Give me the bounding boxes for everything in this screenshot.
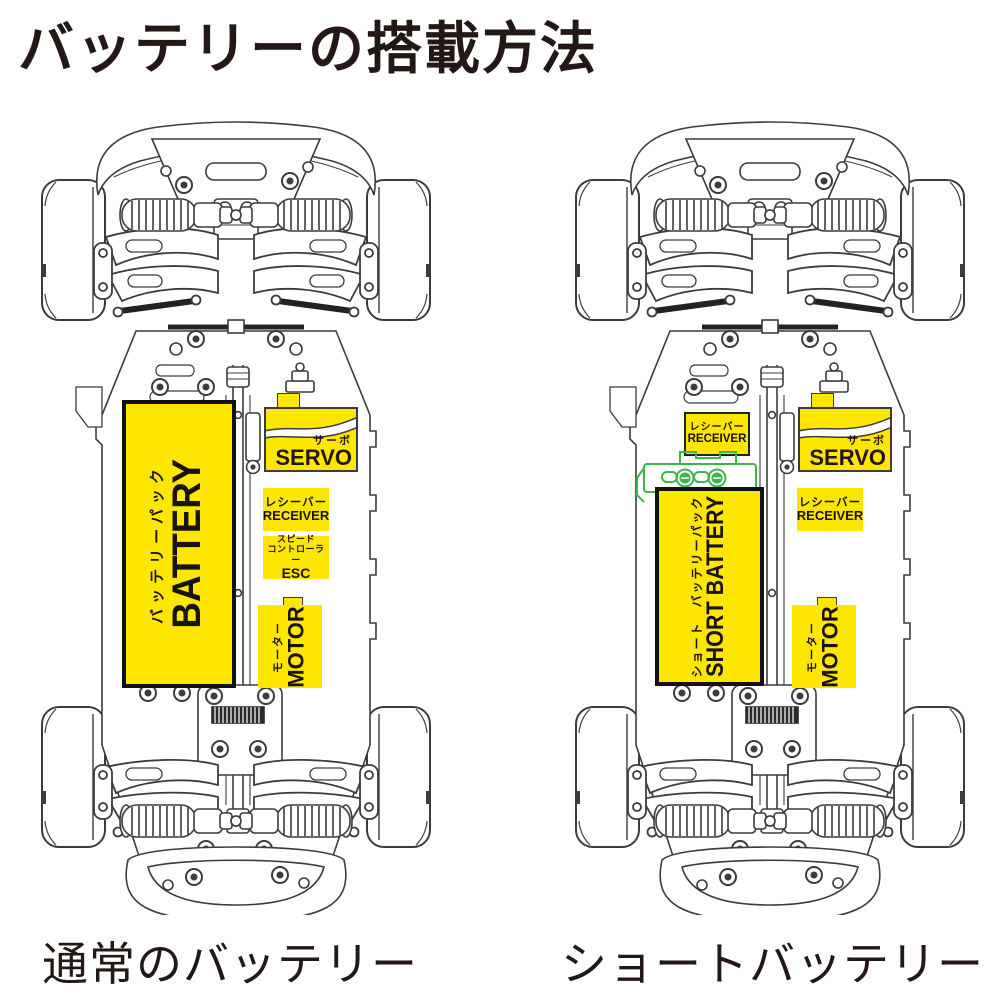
servo-label: サーボ SERVO <box>264 407 358 472</box>
servo-label-jp: サーボ <box>313 435 352 447</box>
left-chassis-figure <box>36 115 436 915</box>
motor-label-right: モーター MOTOR <box>792 605 856 688</box>
receiver-label-right-jp: レシーバー <box>798 496 862 509</box>
receiver-label-en: RECEIVER <box>262 507 330 523</box>
motor-label-right-en: MOTOR <box>817 605 843 688</box>
receiver-front-label-jp: レシーバー <box>689 421 745 433</box>
servo-label-en: SERVO <box>275 445 352 470</box>
caption-normal-battery: 通常のバッテリー <box>42 938 418 990</box>
servo-label-right-jp: サーボ <box>847 435 886 447</box>
motor-label-jp: モーター <box>271 620 284 673</box>
right-chassis-figure <box>570 115 970 915</box>
receiver-label-right: レシーバー RECEIVER <box>797 488 863 531</box>
receiver-label-jp: レシーバー <box>264 496 328 509</box>
motor-label-en: MOTOR <box>283 605 309 688</box>
servo-horn-art-right <box>800 417 890 439</box>
short-battery-label-en: SHORT BATTERY <box>702 495 730 678</box>
battery-label-jp: バッテリーパック <box>149 464 167 624</box>
esc-label: スピード コントローラー ESC <box>263 534 329 582</box>
motor-label: モーター MOTOR <box>258 605 322 688</box>
motor-label-right-jp: モーター <box>805 620 818 673</box>
esc-label-jp2: コントローラー <box>267 544 325 565</box>
receiver-front-label-en: RECEIVER <box>687 433 747 446</box>
receiver-front-label: レシーバー RECEIVER <box>684 412 750 456</box>
servo-label-right-en: SERVO <box>809 445 886 470</box>
esc-label-en: ESC <box>281 565 311 582</box>
page-title: バッテリーの搭載方法 <box>18 17 598 80</box>
receiver-label-right-en: RECEIVER <box>796 507 864 523</box>
battery-label-en: BATTERY <box>164 459 209 629</box>
battery-label: バッテリーパック BATTERY <box>122 400 236 688</box>
servo-horn-art <box>266 417 356 439</box>
short-battery-label: ショート バッテリーパック SHORT BATTERY <box>655 487 764 686</box>
receiver-label: レシーバー RECEIVER <box>263 488 329 531</box>
caption-short-battery: ショートバッテリー <box>561 938 984 990</box>
esc-label-jp1: スピード <box>276 534 315 545</box>
servo-label-right: サーボ SERVO <box>798 407 892 472</box>
